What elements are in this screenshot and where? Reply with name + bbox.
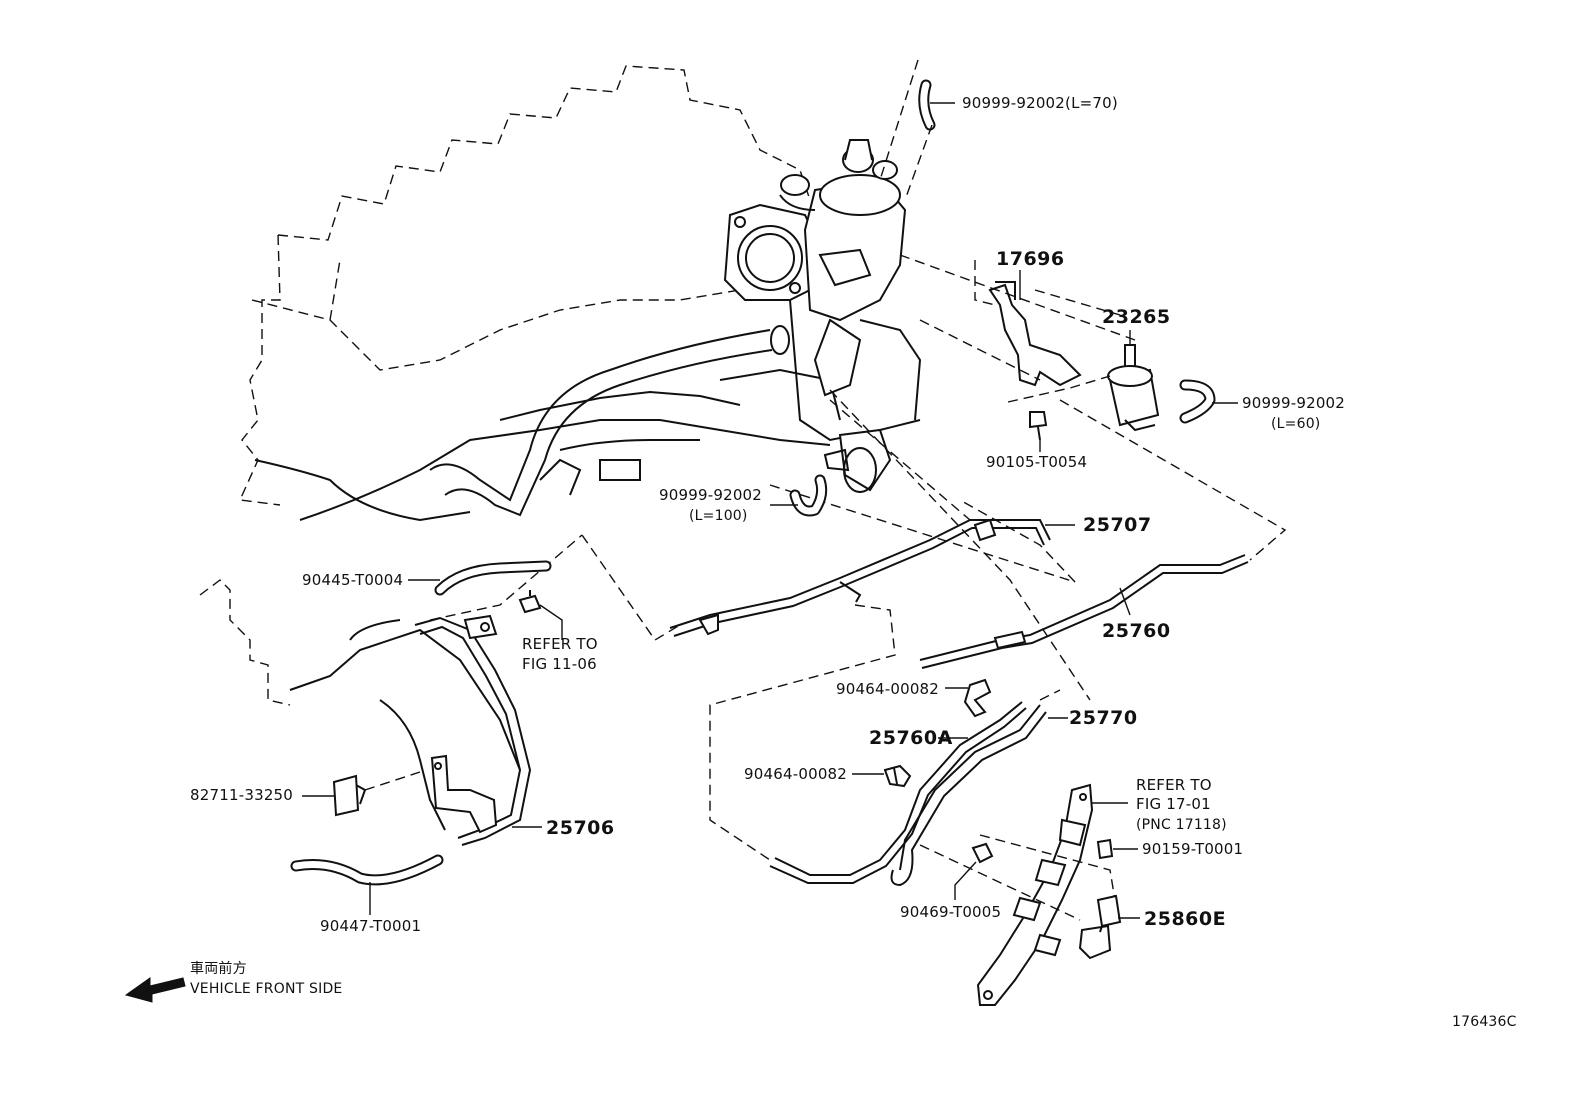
- label-hose-90445: 90445-T0004: [302, 571, 404, 589]
- label-hose-l60: 90999-92002: [1242, 394, 1346, 412]
- label-valve-25860E: 25860E: [1144, 908, 1227, 930]
- valve-23265: [1107, 330, 1160, 432]
- figure-id: 176436C: [1452, 1014, 1517, 1030]
- label-refer-fig-17-01-line3: (PNC 17118): [1136, 817, 1227, 833]
- label-hose-90447: 90447-T0001: [320, 917, 422, 935]
- pipe-25706: [414, 614, 542, 846]
- label-hose-l60-length: (L=60): [1271, 416, 1321, 432]
- label-valve-23265: 23265: [1102, 306, 1171, 328]
- label-hose-l100-length: (L=100): [689, 508, 748, 524]
- intake-hose: [429, 325, 790, 517]
- label-hose-l70: 90999-92002(L=70): [962, 94, 1118, 112]
- bolt-fig-11-06: [518, 590, 563, 640]
- engine-block-outline: [238, 65, 811, 506]
- valve-25860E: [1078, 894, 1140, 960]
- label-refer-fig-17-01-line1: REFER TO: [1136, 776, 1212, 794]
- label-hose-l100: 90999-92002: [659, 486, 763, 504]
- label-pipe-25760: 25760: [1102, 620, 1171, 642]
- throttle-body: [723, 139, 922, 493]
- label-bracket-17696: 17696: [996, 248, 1065, 270]
- bracket-17696: [974, 260, 1121, 387]
- label-pipe-25760A: 25760A: [869, 727, 953, 749]
- label-sensor-82711: 82711-33250: [190, 786, 294, 804]
- pipe-25760A-25770: [769, 701, 1068, 887]
- clip-90464-b: [852, 764, 912, 788]
- sensor-82711: [302, 771, 421, 817]
- label-refer-fig-11-06-line2: FIG 11-06: [522, 655, 597, 673]
- hose-l60: [1179, 379, 1238, 424]
- bracket-fig-17-01: [976, 783, 1128, 1006]
- label-bolt-90159: 90159-T0001: [1142, 840, 1244, 858]
- hose-90445: [408, 560, 552, 596]
- pipe-25760: [919, 554, 1249, 669]
- clamp-90469: [919, 834, 1116, 921]
- clip-90464-a: [945, 678, 992, 718]
- hose-l70: [879, 59, 955, 201]
- bolt-90159: [1096, 838, 1138, 860]
- direction-label-jp: 車両前方: [190, 961, 247, 977]
- label-clip-90464-b: 90464-00082: [744, 765, 848, 783]
- engine-block-detail: [254, 285, 841, 522]
- hose-l100: [770, 474, 828, 517]
- transmission-outline: [199, 579, 521, 831]
- label-pipe-25770: 25770: [1069, 707, 1138, 729]
- bolt-90105: [1007, 375, 1111, 452]
- label-bolt-90105: 90105-T0054: [986, 453, 1088, 471]
- label-clip-90464-a: 90464-00082: [836, 680, 940, 698]
- label-pipe-25706: 25706: [546, 817, 615, 839]
- assembly-dash-lines: [429, 254, 1287, 861]
- label-refer-fig-11-06-line1: REFER TO: [522, 635, 598, 653]
- pipe-25707: [669, 518, 1075, 637]
- direction-label-en: VEHICLE FRONT SIDE: [190, 981, 343, 997]
- label-refer-fig-17-01-line2: FIG 17-01: [1136, 795, 1211, 813]
- label-pipe-25707: 25707: [1083, 514, 1152, 536]
- front-direction-arrow: [124, 977, 186, 1003]
- label-clamp-90469: 90469-T0005: [900, 903, 1002, 921]
- hose-90447: [290, 854, 444, 915]
